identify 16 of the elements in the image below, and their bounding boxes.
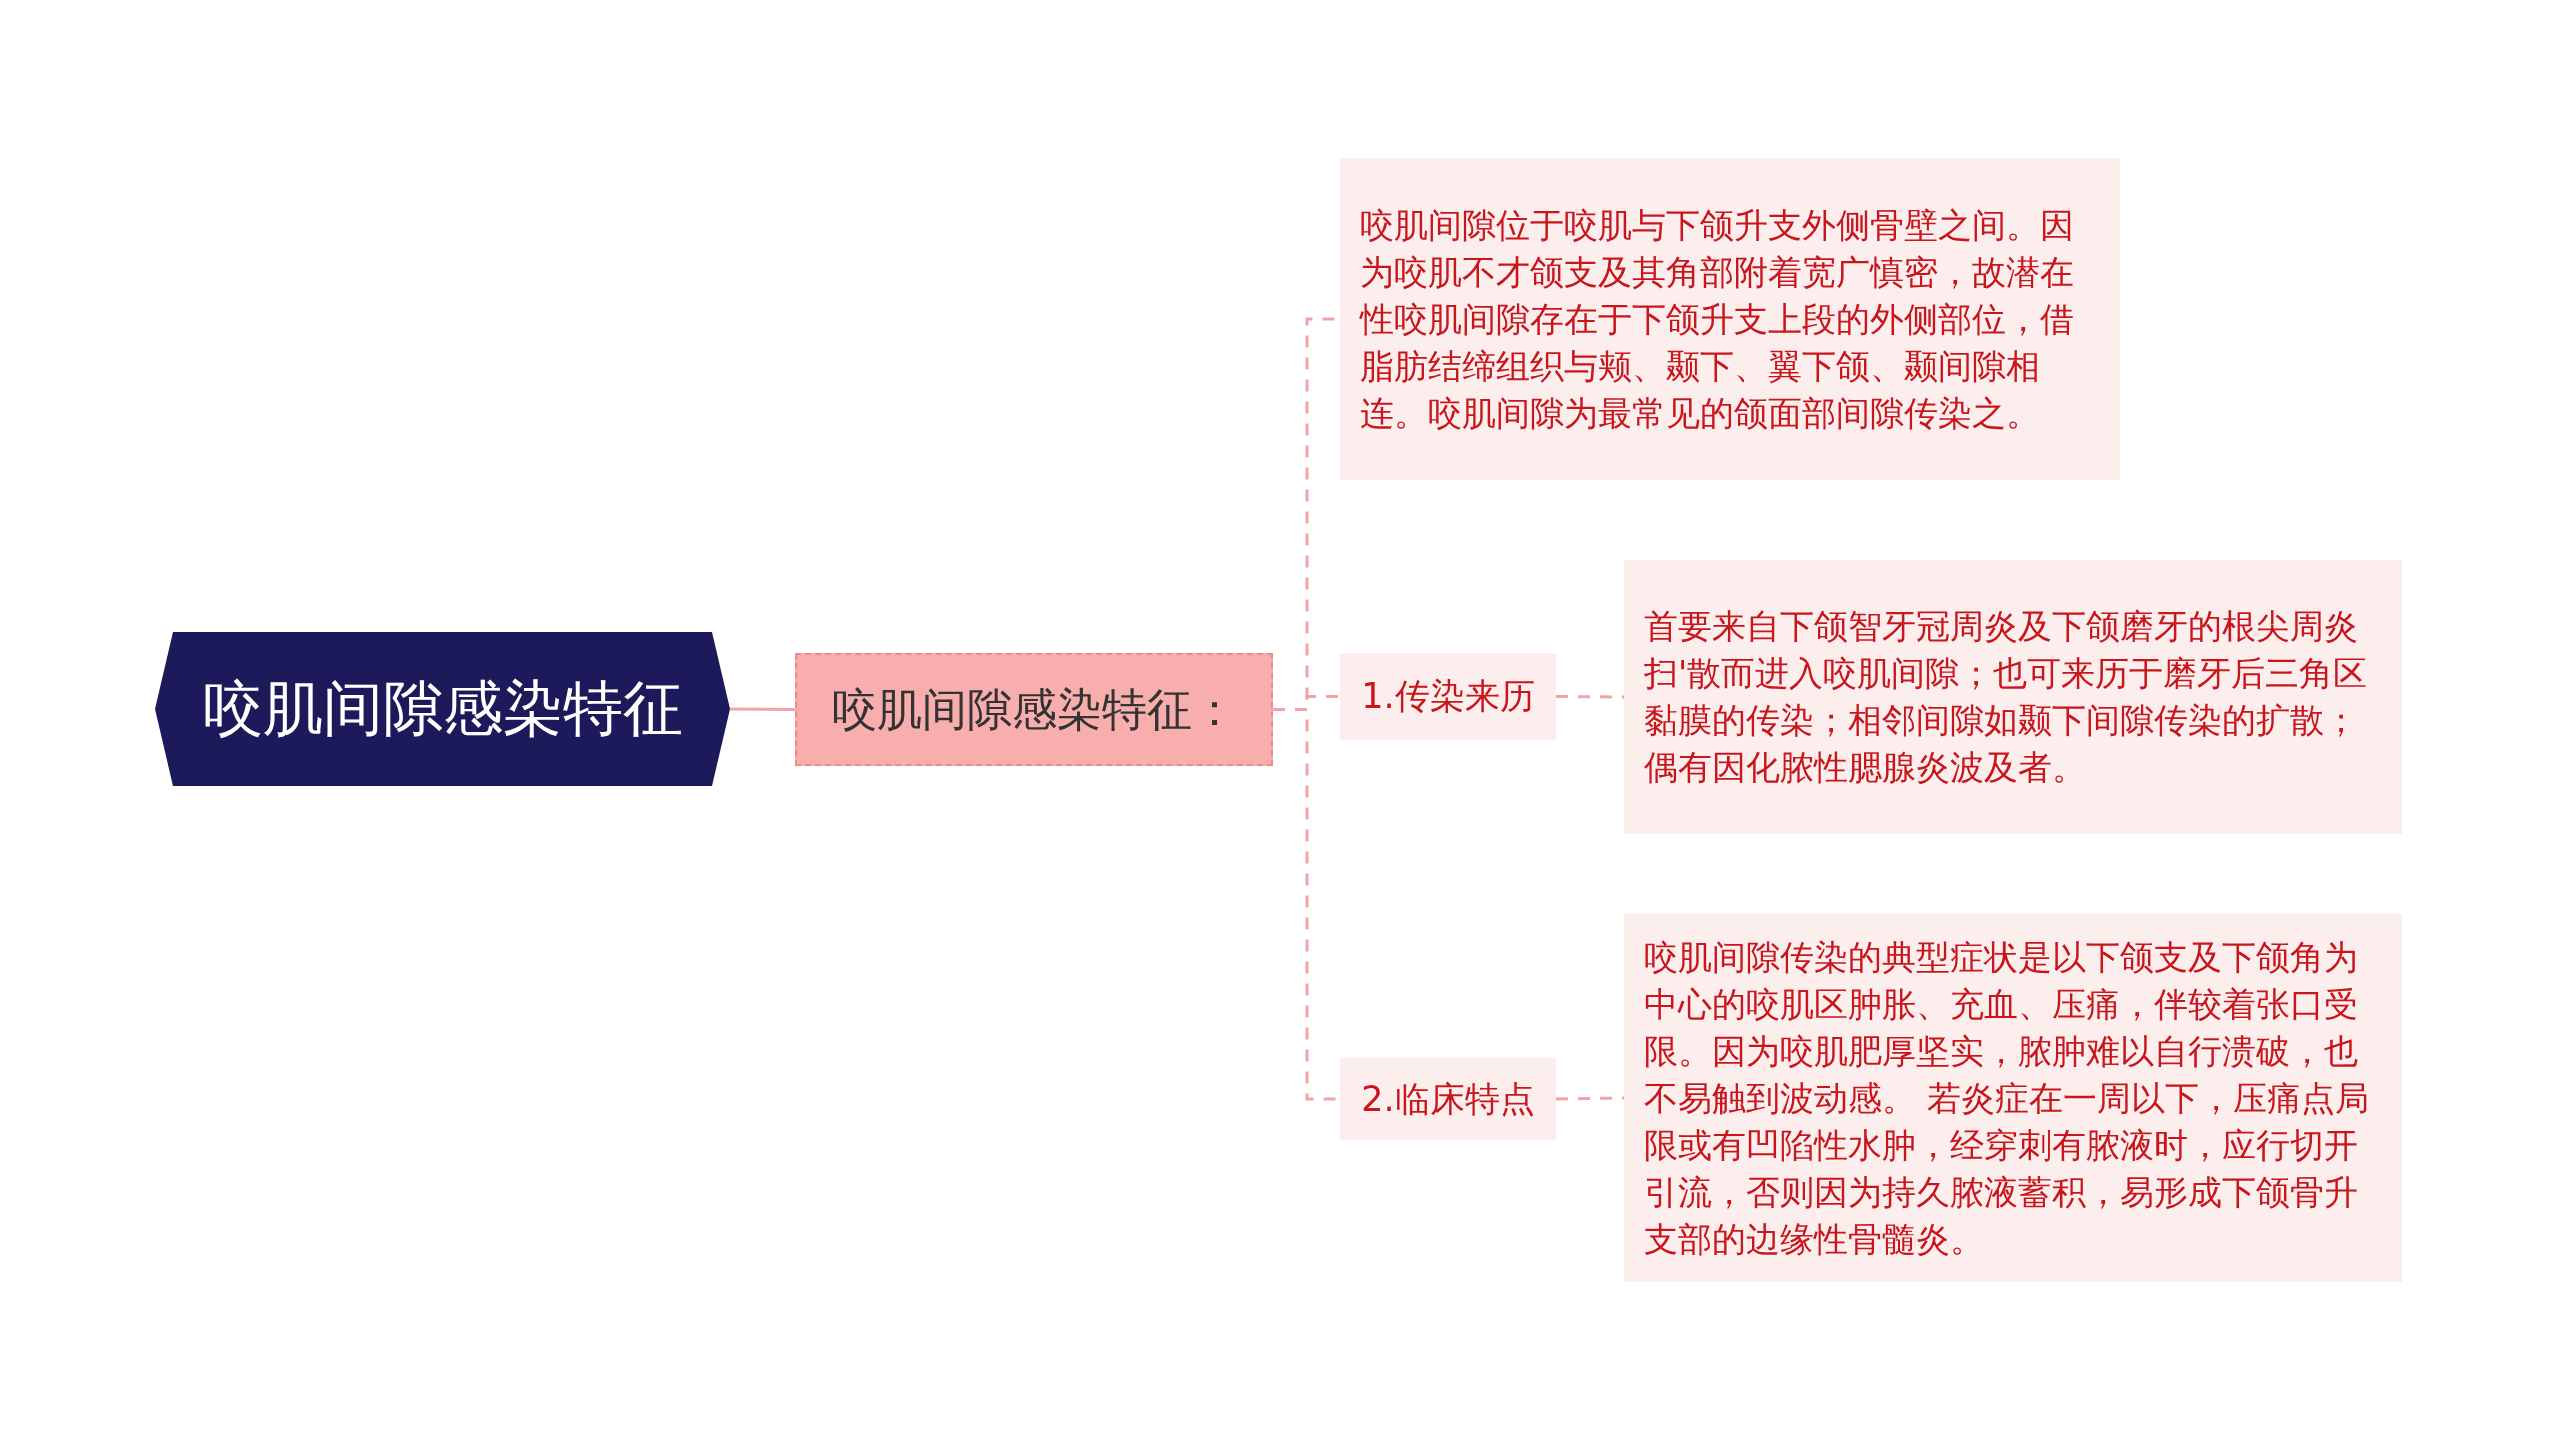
connector-line (730, 707, 795, 711)
paragraph: 首要来自下颌智牙冠周炎及下颌磨牙的根尖周炎扫'散而进入咬肌间隙；也可来历于磨牙后三角区黏膜的传染；相邻间隙如颞下间隙传染的扩散；偶有因化脓性腮腺炎波及者。 (1644, 605, 2369, 789)
subtopic-box (1340, 1058, 1556, 1140)
connector-line (1556, 695, 1624, 699)
subtopic-label: 1.传染来历 (1360, 675, 1536, 718)
topic-label: 咬肌间隙感染特征： (830, 681, 1238, 738)
paragraph: 咬肌间隙传染的典型症状是以下颌支及下颌角为中心的咬肌区肿胀、充血、压痛，伴较着张口受限。因为咬肌肥厚坚实，脓肿难以自行溃破，也不易触到波动感。 若炎症在一周以下，压痛点局限或有凹陷性水肿，经穿刺有脓液时，应行切开引流，否则因为持久脓液蓄积，易形成下颌骨升支部的边缘性骨髓炎。 (1644, 935, 2370, 1261)
hexagon-node (155, 632, 730, 786)
text-box (1624, 914, 2402, 1282)
node-title: 咬肌间隙感染特征 (201, 671, 684, 745)
paragraph: 咬肌间隙位于咬肌与下颌升支外侧骨壁之间。因为咬肌不才颌支及其角部附着宽广慎密，故潜在性咬肌间隙存在于下颌升支上段的外侧部位，借脂肪结缔组织与颊、颞下、翼下颌、颞间隙相连。咬肌间隙为最常见的颌面部间隙传染之。 (1360, 203, 2075, 435)
subtopic-label: 2.临床特点 (1360, 1077, 1536, 1121)
subtopic-box (1340, 653, 1556, 740)
connector-line (1555, 1096, 1625, 1101)
topic-box (795, 653, 1273, 766)
text-box (1624, 560, 2402, 834)
